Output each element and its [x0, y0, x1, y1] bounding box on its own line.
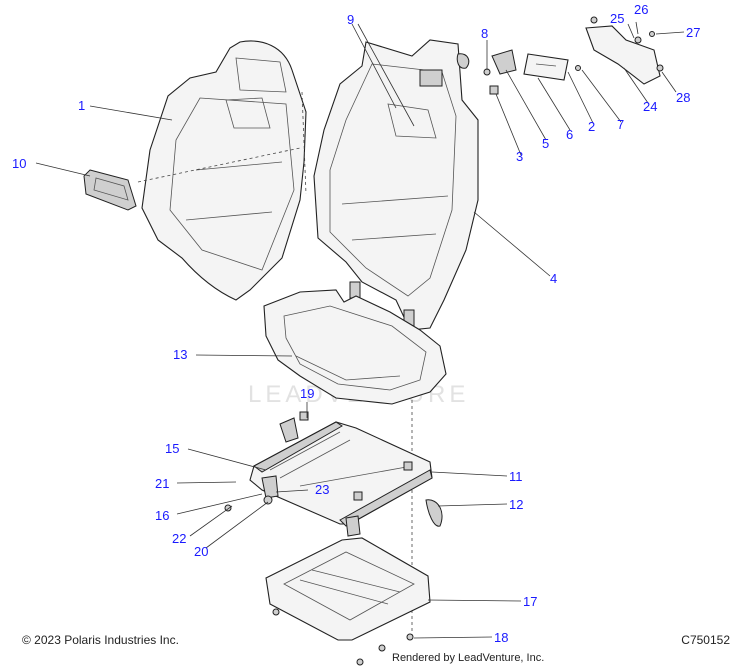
callout-13: 13 [173, 347, 187, 362]
strap-12 [425, 499, 443, 527]
seat-back-cushion [141, 40, 307, 301]
callout-1: 1 [78, 98, 85, 113]
rendered-by-text: Rendered by LeadVenture, Inc. [392, 652, 545, 664]
drawing-id: C750152 [681, 633, 730, 647]
seat-base-tray [265, 537, 431, 666]
callout-26: 26 [634, 2, 648, 17]
headrest-pad [83, 169, 137, 211]
seat-back-frame [313, 39, 479, 331]
leader-lines [35, 21, 685, 639]
alignment-line-back [301, 91, 307, 195]
seat-frame [249, 411, 433, 527]
callout-3: 3 [516, 149, 523, 164]
callout-20: 20 [194, 544, 208, 559]
latch-5 [491, 49, 517, 75]
bracket-24 [585, 25, 661, 85]
callout-labels: 1 2 3 4 5 6 7 8 9 10 11 12 13 15 16 17 1… [12, 2, 700, 645]
callout-4: 4 [550, 271, 557, 286]
callout-21: 21 [155, 476, 169, 491]
callout-28: 28 [676, 90, 690, 105]
callout-24: 24 [643, 99, 657, 114]
bracket-21 [261, 475, 279, 499]
callout-17: 17 [523, 594, 537, 609]
callout-16: 16 [155, 508, 169, 523]
bracket-19 [279, 417, 299, 443]
callout-5: 5 [542, 136, 549, 151]
callout-19: 19 [300, 386, 314, 401]
latch-hardware [483, 16, 664, 95]
callout-18: 18 [494, 630, 508, 645]
callout-27: 27 [686, 25, 700, 40]
callout-2: 2 [588, 119, 595, 134]
callout-6: 6 [566, 127, 573, 142]
callout-15: 15 [165, 441, 179, 456]
callout-23: 23 [315, 482, 329, 497]
callout-7: 7 [617, 117, 624, 132]
callout-11: 11 [509, 469, 523, 484]
callout-8: 8 [481, 26, 488, 41]
small-hardware [224, 417, 443, 537]
callout-12: 12 [509, 497, 523, 512]
copyright-text: © 2023 Polaris Industries Inc. [22, 633, 179, 647]
callout-25: 25 [610, 11, 624, 26]
callout-22: 22 [172, 531, 186, 546]
callout-9: 9 [347, 12, 354, 27]
seat-bottom-cushion [263, 289, 447, 405]
plate-6 [523, 53, 569, 81]
callout-10: 10 [12, 156, 26, 171]
